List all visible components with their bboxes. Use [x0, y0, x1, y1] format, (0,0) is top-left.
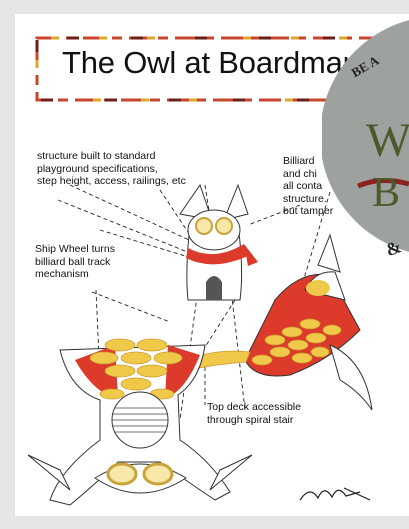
seal-letter-w: W	[366, 114, 409, 167]
artist-signature	[300, 488, 370, 500]
top-deck-note: Top deck accessible through spiral stair	[207, 401, 301, 426]
ship-wheel-note: Ship Wheel turns billiard ball track mec…	[35, 243, 115, 281]
seal-letter-b: B	[372, 170, 400, 216]
owl-tower-sketch	[180, 185, 258, 300]
seal-badge: BE A W B &	[322, 16, 409, 256]
structure-note: structure built to standard playground s…	[37, 150, 186, 188]
